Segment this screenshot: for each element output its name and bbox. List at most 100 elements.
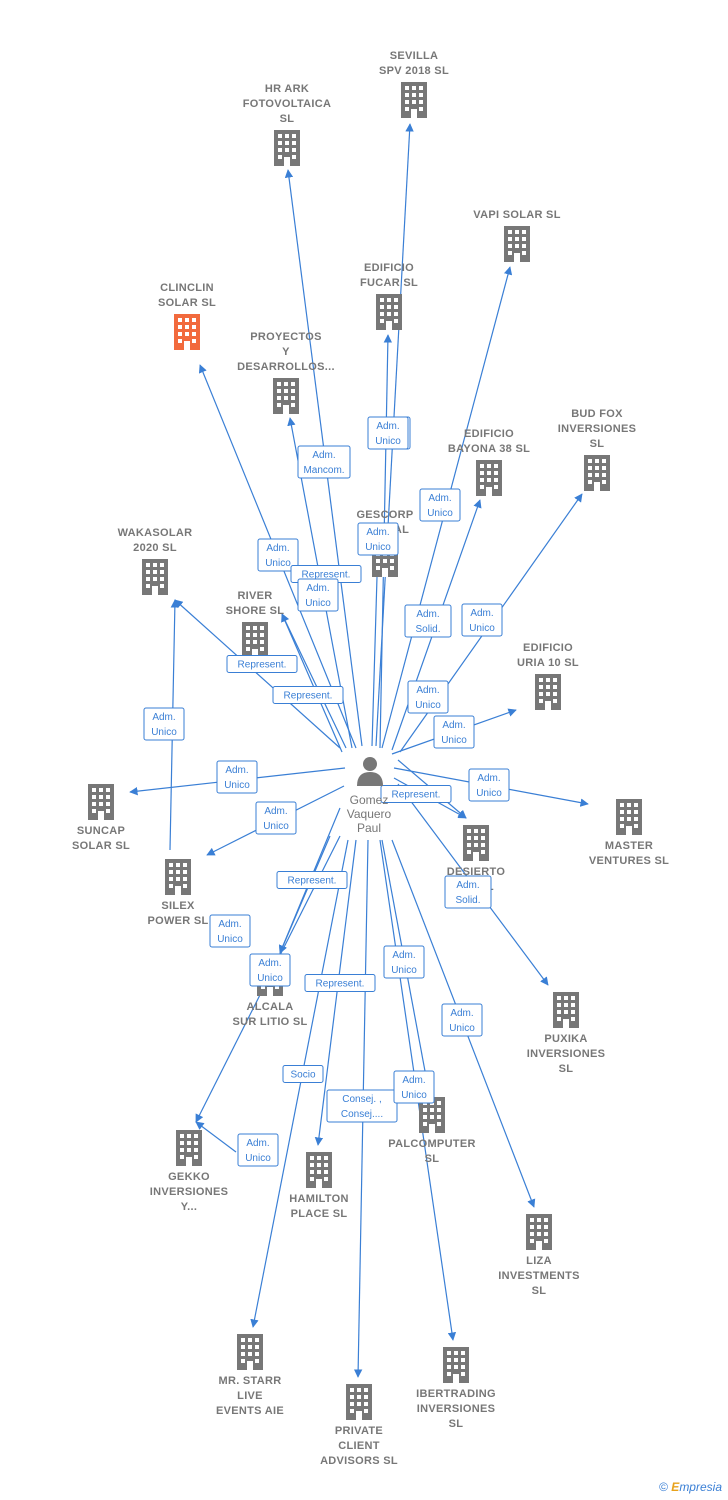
edge-label-palcomputer[interactable]: Adm.Unico bbox=[383, 945, 425, 979]
edge-label-vapi[interactable]: Adm.Unico bbox=[419, 488, 461, 522]
edge-label-clinclin[interactable]: Adm.Unico bbox=[257, 538, 299, 572]
edge-label-box bbox=[407, 680, 449, 714]
company-name-line: VAPI SOLAR SL bbox=[473, 209, 560, 221]
building-icon bbox=[88, 784, 114, 820]
edge-label-river-shore[interactable]: Represent. bbox=[272, 686, 344, 704]
edge-label-edificio-uria[interactable]: Adm.Unico bbox=[407, 680, 449, 714]
edge-label-alcala[interactable]: Represent. bbox=[276, 871, 348, 889]
edge-label-puxika[interactable]: Adm.Solid. bbox=[444, 875, 492, 909]
company-name-line: EDIFICIO bbox=[523, 642, 573, 654]
edge-label-wakasolar[interactable]: Adm.Unico bbox=[143, 707, 185, 741]
edge-label-text: Adm. bbox=[218, 919, 241, 930]
edge-label-edificio-fucar[interactable]: Adm.Unico bbox=[367, 416, 409, 450]
edge-label-box bbox=[297, 578, 339, 612]
edge-label-wakasolar[interactable]: Represent. bbox=[226, 655, 298, 673]
edge-label-text: Unico bbox=[263, 821, 289, 832]
building-icon bbox=[584, 455, 610, 491]
edge-label-text: Adm. bbox=[312, 450, 335, 461]
company-name-line: DESARROLLOS... bbox=[237, 361, 335, 373]
edge-label-bud-fox[interactable]: Adm.Unico bbox=[461, 603, 503, 637]
edge-label-mr-starr[interactable]: Socio bbox=[282, 1065, 324, 1083]
edge-label-desierto[interactable]: Represent. bbox=[380, 785, 452, 803]
edge-label-text: Adm. bbox=[456, 880, 479, 891]
building-icon bbox=[526, 1214, 552, 1250]
company-name-line: BUD FOX bbox=[571, 408, 623, 420]
edge-label-text: Solid. bbox=[415, 624, 440, 635]
edge-label-text: Unico bbox=[224, 780, 250, 791]
company-name-line: WAKASOLAR bbox=[118, 527, 193, 539]
company-node-gekko[interactable]: GEKKOINVERSIONESY... bbox=[150, 1130, 229, 1213]
edge-label-alcala[interactable]: Adm.Unico bbox=[249, 953, 291, 987]
edge-label-desierto[interactable]: Adm.Unico bbox=[433, 715, 475, 749]
edge-label-gekko[interactable]: Adm.Unico bbox=[237, 1133, 279, 1167]
company-name-line: BAYONA 38 SL bbox=[448, 443, 530, 455]
company-name-line: EDIFICIO bbox=[364, 262, 414, 274]
edge-label-gekko[interactable]: Adm.Unico bbox=[209, 914, 251, 948]
edge-label-box bbox=[237, 1133, 279, 1167]
edge-label-master[interactable]: Adm.Unico bbox=[468, 768, 510, 802]
company-name-line: INVERSIONES bbox=[527, 1048, 606, 1060]
company-name-line: VENTURES SL bbox=[589, 855, 669, 867]
company-node-vapi[interactable]: VAPI SOLAR SL bbox=[473, 209, 560, 262]
edge-label-edificio-bayona[interactable]: Adm.Solid. bbox=[404, 604, 452, 638]
edge-label-silex[interactable]: Adm.Unico bbox=[255, 801, 297, 835]
edge-label-gescorp[interactable]: Adm.Unico bbox=[357, 522, 399, 556]
edge-labels-layer: Adm.UnicoAdm.Mancom.Adm.UnicoAdm.UnicoAd… bbox=[143, 416, 510, 1167]
company-node-liza[interactable]: LIZA INVESTMENTS SL bbox=[498, 1214, 580, 1297]
edge-label-box bbox=[393, 1070, 435, 1104]
building-icon bbox=[142, 559, 168, 595]
building-icon bbox=[553, 992, 579, 1028]
edge-label-ibertrading[interactable]: Adm.Unico bbox=[393, 1070, 435, 1104]
company-name-line: LIZA bbox=[526, 1255, 552, 1267]
building-icon bbox=[463, 825, 489, 861]
edge-label-text: Unico bbox=[415, 700, 441, 711]
edge-label-hr-ark[interactable]: Adm. Mancom. bbox=[297, 445, 351, 479]
edge-label-text: Adm. bbox=[258, 958, 281, 969]
edge-line-river-shore bbox=[281, 613, 347, 749]
edge-label-text: Adm. bbox=[392, 950, 415, 961]
edge-label-proyectos[interactable]: Represent. bbox=[290, 565, 362, 583]
edge-label-private-client[interactable]: Consej. ,Consej.... bbox=[326, 1089, 398, 1123]
edge-label-box bbox=[226, 655, 298, 673]
building-icon bbox=[174, 314, 200, 350]
edge-label-suncap[interactable]: Adm.Unico bbox=[216, 760, 258, 794]
edge-label-hamilton[interactable]: Represent. bbox=[304, 974, 376, 992]
company-name-line: INVESTMENTS bbox=[498, 1270, 580, 1282]
company-node-proyectos[interactable]: PROYECTOSYDESARROLLOS... bbox=[237, 331, 335, 414]
company-name-line: MR. STARR bbox=[219, 1375, 282, 1387]
company-name-line: GEKKO bbox=[168, 1171, 210, 1183]
company-name-line: EVENTS AIE bbox=[216, 1405, 284, 1417]
footer-brand[interactable]: © Empresia bbox=[659, 1480, 722, 1494]
building-icon bbox=[176, 1130, 202, 1166]
company-name-line: SL bbox=[532, 1285, 547, 1297]
edge-label-text: Adm. bbox=[266, 543, 289, 554]
edge-label-text: Mancom. bbox=[303, 465, 344, 476]
edge-label-box bbox=[297, 445, 351, 479]
building-icon bbox=[476, 460, 502, 496]
company-name-line: SEVILLA bbox=[390, 50, 439, 62]
building-icon bbox=[401, 82, 427, 118]
edge-label-liza[interactable]: Adm.Unico bbox=[441, 1003, 483, 1037]
edge-label-river-shore[interactable]: Adm.Unico bbox=[297, 578, 339, 612]
building-icon bbox=[165, 859, 191, 895]
